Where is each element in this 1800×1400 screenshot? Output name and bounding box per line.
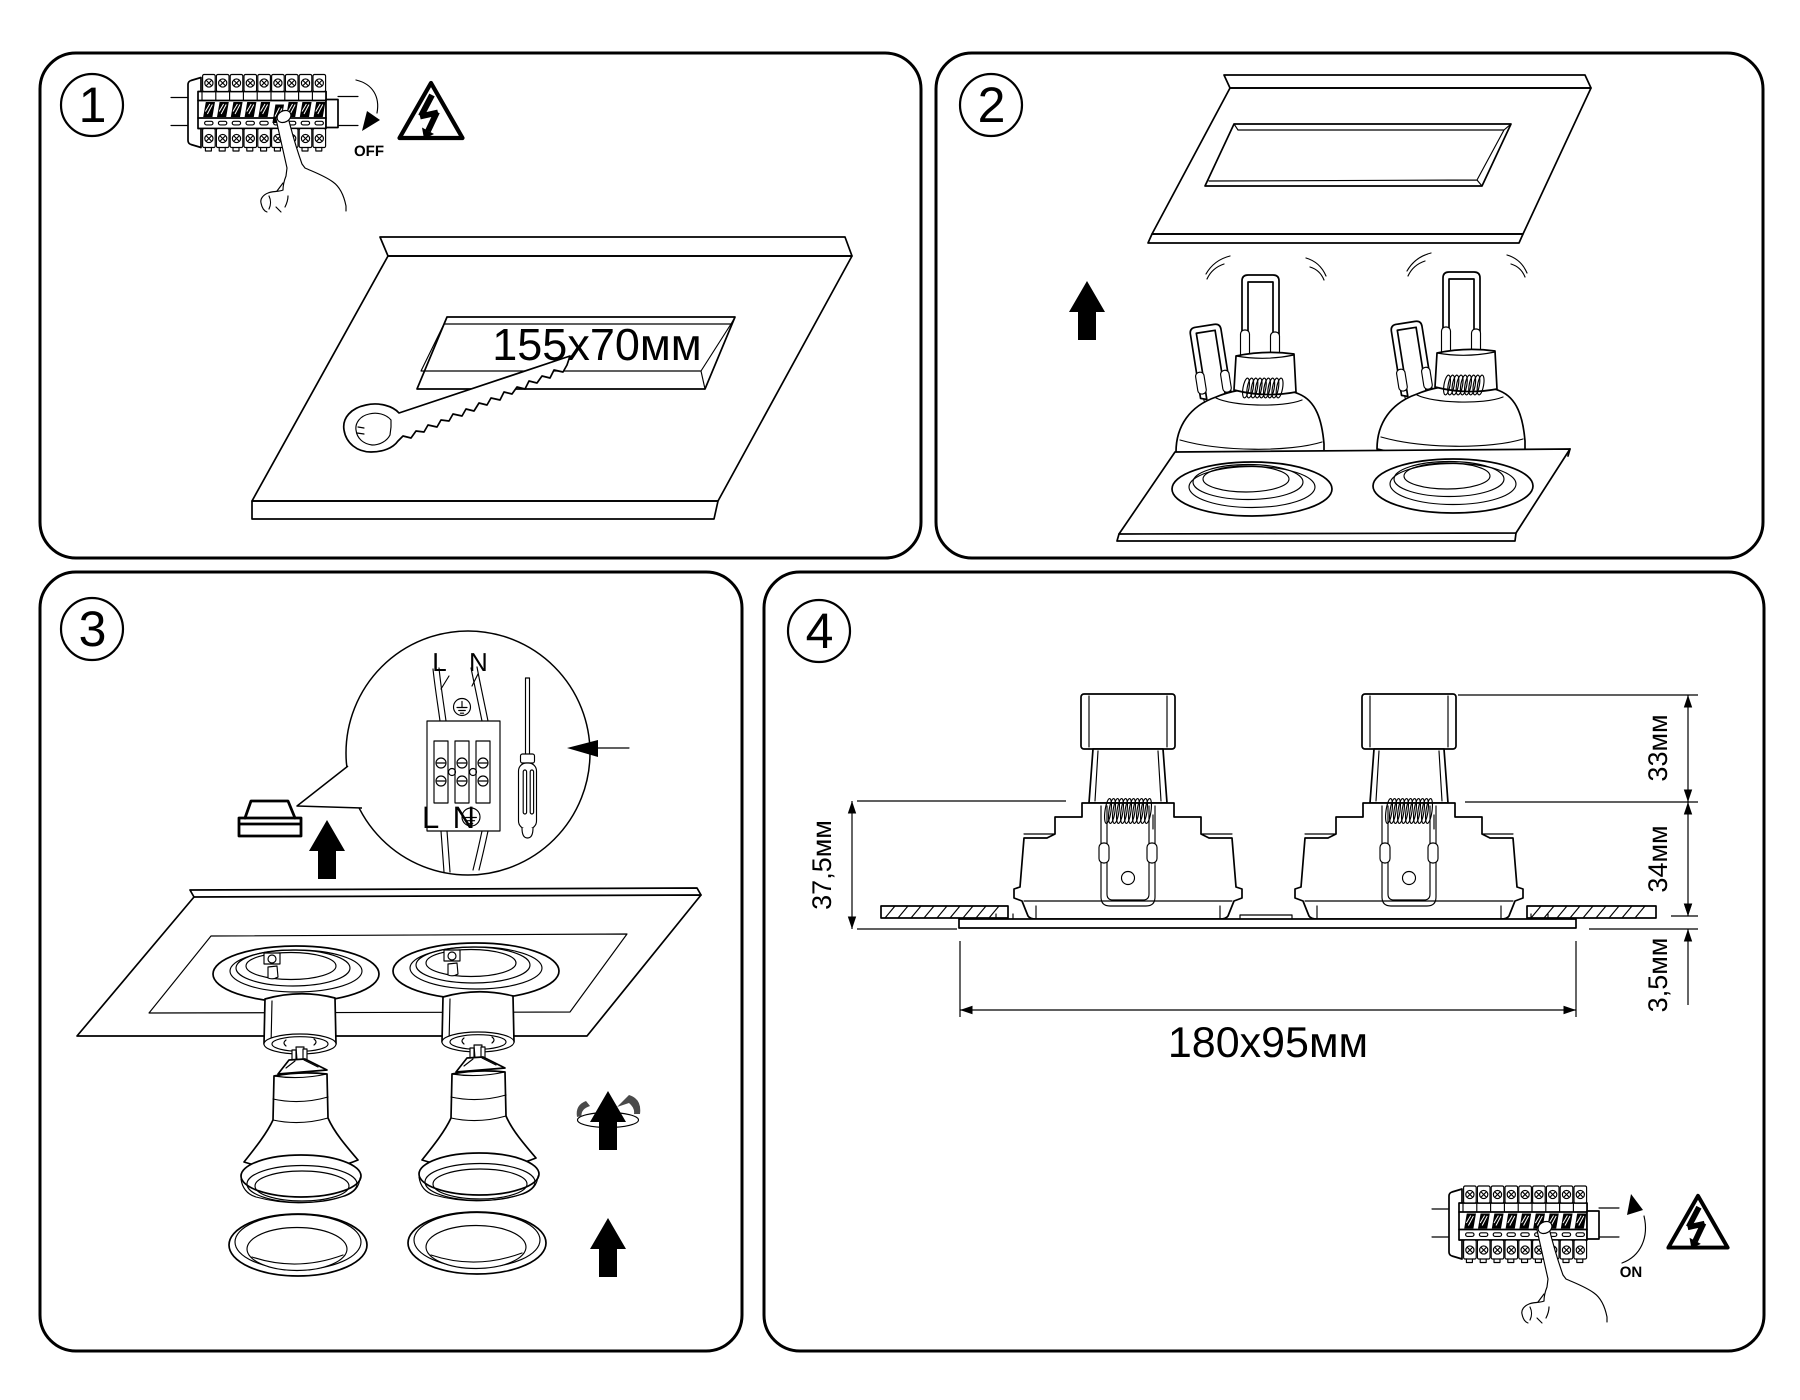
handsaw-icon	[342, 355, 571, 453]
pointer-arrow-icon	[567, 740, 630, 757]
dim-size-label: 180x95мм	[1168, 1019, 1368, 1067]
electric-shock-warning-icon	[400, 83, 463, 139]
ceiling-slab-with-cutout	[1147, 74, 1592, 244]
screw-in-arrow-icon	[576, 1091, 641, 1150]
plate-opening	[1372, 458, 1534, 514]
step-1-badge: 1	[59, 72, 125, 138]
ceiling-slab: 155x70мм	[251, 236, 853, 520]
electric-shock-warning-icon	[1666, 1193, 1730, 1251]
dimension-180x95: 180x95мм	[959, 941, 1577, 1067]
spring-coil	[1384, 798, 1434, 824]
dim-34-label: 34мм	[1643, 825, 1673, 892]
step-2-badge: 2	[958, 72, 1024, 138]
step-4-badge: 4	[786, 598, 852, 664]
up-arrow-icon	[309, 820, 345, 879]
wires	[432, 666, 489, 873]
terminal-block	[426, 720, 501, 832]
lamp-holder	[263, 992, 337, 1062]
ceiling-section	[880, 905, 1657, 919]
fixture-plate	[1116, 448, 1571, 542]
gu10-bulb	[240, 1048, 362, 1204]
panel-2-frame	[934, 51, 1765, 560]
earth-symbol-icon	[452, 697, 472, 717]
breaker-top-terminals	[1463, 1185, 1588, 1204]
panel-1-frame	[38, 51, 923, 560]
curved-arrow-down-icon	[355, 79, 380, 131]
lamp-section	[1294, 693, 1524, 920]
base-plate	[958, 913, 1577, 929]
step-3-number: 3	[79, 601, 106, 657]
panel-3: 3 L N L N	[38, 570, 744, 1353]
panel-2: 2	[934, 51, 1765, 560]
breaker-bottom-terminals	[202, 127, 327, 152]
dim-37-5-label: 37,5мм	[807, 820, 837, 910]
cutout-hole	[1204, 123, 1512, 187]
circuit-breaker-on-icon	[1431, 1185, 1620, 1264]
panel-3-frame	[38, 570, 744, 1353]
spring-coil	[1241, 377, 1284, 399]
step-3-badge: 3	[59, 596, 125, 662]
step-4-number: 4	[806, 603, 833, 659]
spring-coil	[1442, 374, 1485, 396]
earth-symbol-icon	[461, 807, 481, 827]
gu10-bulb	[418, 1046, 540, 1202]
spring-coil	[1103, 798, 1153, 824]
lamp-holder	[441, 990, 515, 1060]
frame-opening	[392, 942, 560, 1000]
on-label: ON	[1620, 1264, 1643, 1281]
step-2-number: 2	[978, 77, 1005, 133]
dim-3-5-label: 3,5мм	[1643, 938, 1673, 1013]
panel-4-frame	[762, 570, 1766, 1353]
dim-33-label: 33мм	[1643, 714, 1673, 781]
step-1-number: 1	[79, 77, 106, 133]
pointing-hand-icon	[1520, 1220, 1608, 1324]
vibration-arcs	[1406, 252, 1528, 278]
breaker-toggles	[203, 102, 326, 123]
twin-downlight-fixture	[1116, 252, 1571, 542]
wires-label-bottom: L N	[422, 800, 478, 835]
dimension-37-5mm: 37,5мм	[807, 800, 1066, 930]
dimension-lines: 33мм 34мм 3,5мм 37,5мм 180x95мм	[807, 694, 1698, 1067]
mounting-clip	[1098, 805, 1158, 907]
trim-ring	[407, 1211, 547, 1275]
breaker-bottom-terminals	[1463, 1239, 1588, 1264]
circuit-breaker-off-icon	[170, 73, 359, 152]
up-arrow-icon	[1069, 281, 1105, 340]
downlight-unit	[1175, 255, 1327, 462]
dimension-33mm: 33мм	[1458, 694, 1698, 803]
curved-arrow-up-icon	[1621, 1194, 1646, 1264]
up-arrow-icon	[590, 1218, 626, 1277]
vibration-arcs	[1205, 255, 1327, 281]
off-label: OFF	[354, 143, 384, 160]
dimension-34mm: 34мм	[1643, 802, 1698, 917]
magnifier-bubble: L N L N	[296, 630, 630, 876]
fixture-cross-section	[880, 693, 1657, 929]
pointing-hand-icon	[259, 109, 347, 213]
plate-opening	[1171, 461, 1333, 517]
lamp-section	[1013, 693, 1243, 920]
wire-connector-icon	[237, 799, 303, 838]
mounting-clip	[1379, 805, 1439, 907]
cutout-size-label: 155x70мм	[492, 319, 702, 370]
breaker-toggles	[1464, 1213, 1587, 1229]
downlight-unit	[1376, 252, 1528, 459]
trim-ring	[228, 1213, 368, 1277]
screwdriver-icon	[517, 677, 538, 839]
fixture-frame	[76, 887, 702, 1037]
breaker-top-terminals	[202, 73, 327, 93]
wires-label-top: L N	[432, 647, 496, 677]
dimension-3-5mm: 3,5мм	[1589, 903, 1698, 1013]
